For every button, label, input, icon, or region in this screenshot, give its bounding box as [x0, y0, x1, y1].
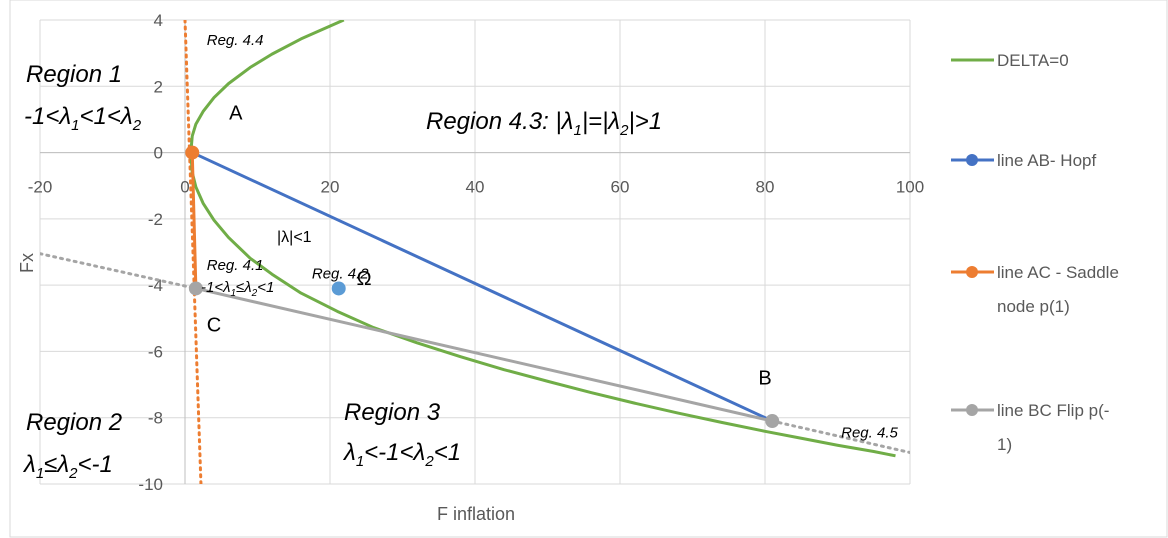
x-tick-label: 40 — [466, 178, 485, 197]
legend-label-hopf: line AB- Hopf — [997, 151, 1096, 170]
region-1-title: Region 1 — [26, 61, 122, 88]
region-annotation: Reg. 4.1 — [207, 257, 264, 274]
region-3: Region 3 λ1<-1<λ2<1 — [342, 399, 461, 470]
series-line-2 — [190, 152, 198, 289]
point-marker-omega — [331, 281, 346, 296]
point-marker-a — [185, 145, 200, 160]
point-label: Ω — [357, 268, 372, 290]
x-tick-label: 20 — [321, 178, 340, 197]
legend-label-flip: line BC Flip p(- — [997, 401, 1109, 420]
dotted-trend-line — [770, 419, 910, 455]
region-2-title: Region 2 — [26, 409, 122, 436]
region-2-condition: λ1≤λ2<-1 — [22, 451, 113, 482]
region-1: Region 1 -1<λ1<1<λ2 — [24, 61, 142, 134]
legend-item-delta: DELTA=0 — [951, 51, 1069, 70]
y-tick-label: -10 — [138, 475, 163, 494]
y-tick-label: -6 — [148, 342, 163, 361]
region-4-3-label: Region 4.3: |λ1|=|λ2|>1 — [426, 108, 662, 139]
x-tick-label: 100 — [896, 178, 924, 197]
legend-item-hopf: line AB- Hopf — [951, 151, 1096, 170]
point-marker-c — [188, 281, 203, 296]
region-1-condition: -1<λ1<1<λ2 — [24, 103, 142, 134]
x-tick-label: 80 — [756, 178, 775, 197]
chart-frame — [9, 0, 1168, 538]
region-3-title: Region 3 — [344, 399, 441, 426]
y-tick-label: 4 — [154, 11, 163, 30]
named-points: A B C Ω — [185, 102, 780, 429]
point-label: A — [229, 102, 243, 124]
x-tick-label: -20 — [28, 178, 53, 197]
dotted-trend-line — [183, 20, 203, 484]
x-tick-label: 0 — [180, 178, 189, 197]
region-3-condition: λ1<-1<λ2<1 — [342, 439, 461, 470]
legend-marker-flip — [966, 404, 978, 416]
point-label: B — [758, 368, 771, 390]
y-tick-label: -2 — [148, 210, 163, 229]
stable-region-label: |λ|<1 — [277, 229, 312, 246]
legend-item-flip: line BC Flip p(- 1) — [951, 401, 1109, 454]
trend-extensions — [40, 20, 910, 484]
point-marker-b — [765, 414, 780, 429]
legend-item-saddle: line AC - Saddle node p(1) — [951, 263, 1119, 316]
dotted-trend-line — [40, 252, 198, 290]
y-tick-label: 0 — [154, 144, 163, 163]
legend-label-saddle-2: node p(1) — [997, 297, 1070, 316]
series-lines — [189, 20, 896, 458]
region-4-3: Region 4.3: |λ1|=|λ2|>1 — [426, 108, 662, 139]
series-line-0 — [189, 20, 896, 458]
point-label: C — [207, 315, 221, 337]
legend: DELTA=0 line AB- Hopf line AC - Saddle n… — [951, 51, 1119, 454]
y-tick-label: 2 — [154, 77, 163, 96]
x-axis-title: F inflation — [437, 504, 515, 524]
legend-marker-saddle — [966, 266, 978, 278]
legend-label-flip-2: 1) — [997, 435, 1012, 454]
series-line-3 — [195, 286, 773, 423]
x-tick-label: 60 — [611, 178, 630, 197]
region-2: Region 2 λ1≤λ2<-1 — [22, 409, 122, 482]
legend-label-delta: DELTA=0 — [997, 51, 1069, 70]
region-annotation: Reg. 4.4 — [207, 32, 264, 49]
y-tick-label: -8 — [148, 409, 163, 428]
series-line-1 — [191, 151, 773, 423]
y-axis-title: Fx — [17, 253, 37, 273]
region-annotation: Reg. 4.5 — [841, 425, 898, 442]
legend-marker-hopf — [966, 154, 978, 166]
region-annotation: Reg. 4.2 — [312, 266, 369, 283]
legend-label-saddle: line AC - Saddle — [997, 263, 1119, 282]
